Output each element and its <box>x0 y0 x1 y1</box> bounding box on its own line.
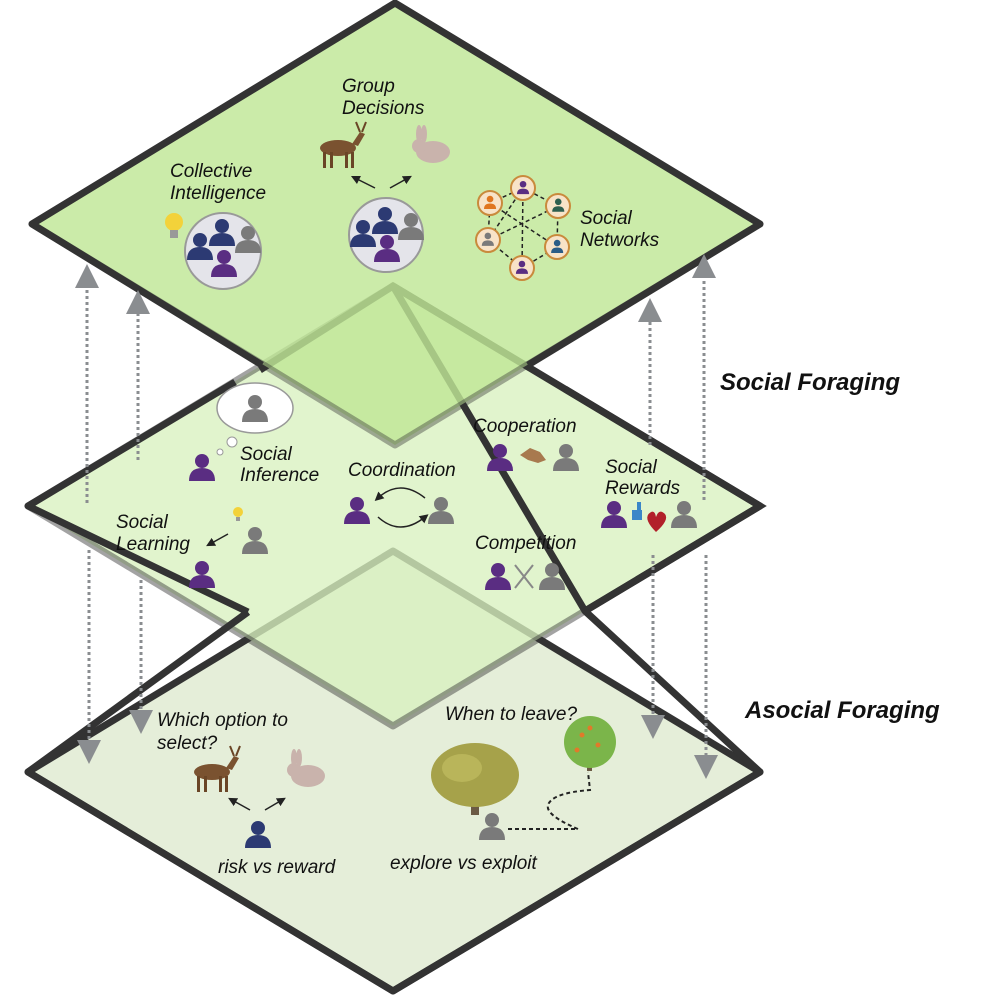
label-coordination: Coordination <box>348 460 456 481</box>
label-group-decisions-2: Decisions <box>342 98 425 119</box>
cycle-arrow-icon <box>374 487 426 502</box>
label-social-inference-1: Social <box>240 444 293 465</box>
thumbs-up-icon <box>632 502 642 520</box>
label-group-decisions-1: Group <box>342 76 395 97</box>
collective-intelligence-circle <box>184 212 262 290</box>
handshake-icon <box>520 448 546 463</box>
crossed-swords-icon <box>514 564 534 589</box>
label-which-option-1: Which option to <box>157 710 288 731</box>
label-social-rewards-1: Social <box>605 457 658 478</box>
label-social-networks-2: Networks <box>580 230 660 251</box>
group-decisions-circle <box>348 197 424 273</box>
thought-bubble-icon <box>216 382 294 456</box>
lightbulb-icon <box>233 507 243 521</box>
label-which-option-2: select? <box>157 733 218 754</box>
label-cooperation: Cooperation <box>473 416 577 437</box>
label-competition: Competition <box>475 533 576 554</box>
lightbulb-icon <box>165 213 183 238</box>
label-explore-vs-exploit: explore vs exploit <box>390 853 538 874</box>
label-asocial-foraging: Asocial Foraging <box>744 697 940 724</box>
heart-icon <box>647 511 667 532</box>
label-risk-vs-reward: risk vs reward <box>218 857 337 878</box>
connection-arrows <box>75 254 718 779</box>
label-collective-2: Intelligence <box>170 183 266 204</box>
label-social-inference-2: Inference <box>240 465 319 486</box>
label-collective-1: Collective <box>170 161 252 182</box>
label-social-learning-1: Social <box>116 512 169 533</box>
label-social-rewards-2: Rewards <box>605 478 680 499</box>
large-tree-icon <box>431 743 519 815</box>
social-network-icon <box>475 175 571 281</box>
label-when-to-leave: When to leave? <box>445 704 577 725</box>
label-social-foraging: Social Foraging <box>720 369 900 396</box>
path-trail <box>508 771 592 830</box>
label-social-networks-1: Social <box>580 208 633 229</box>
fruit-tree-icon <box>564 716 616 771</box>
label-social-learning-2: Learning <box>116 534 190 555</box>
